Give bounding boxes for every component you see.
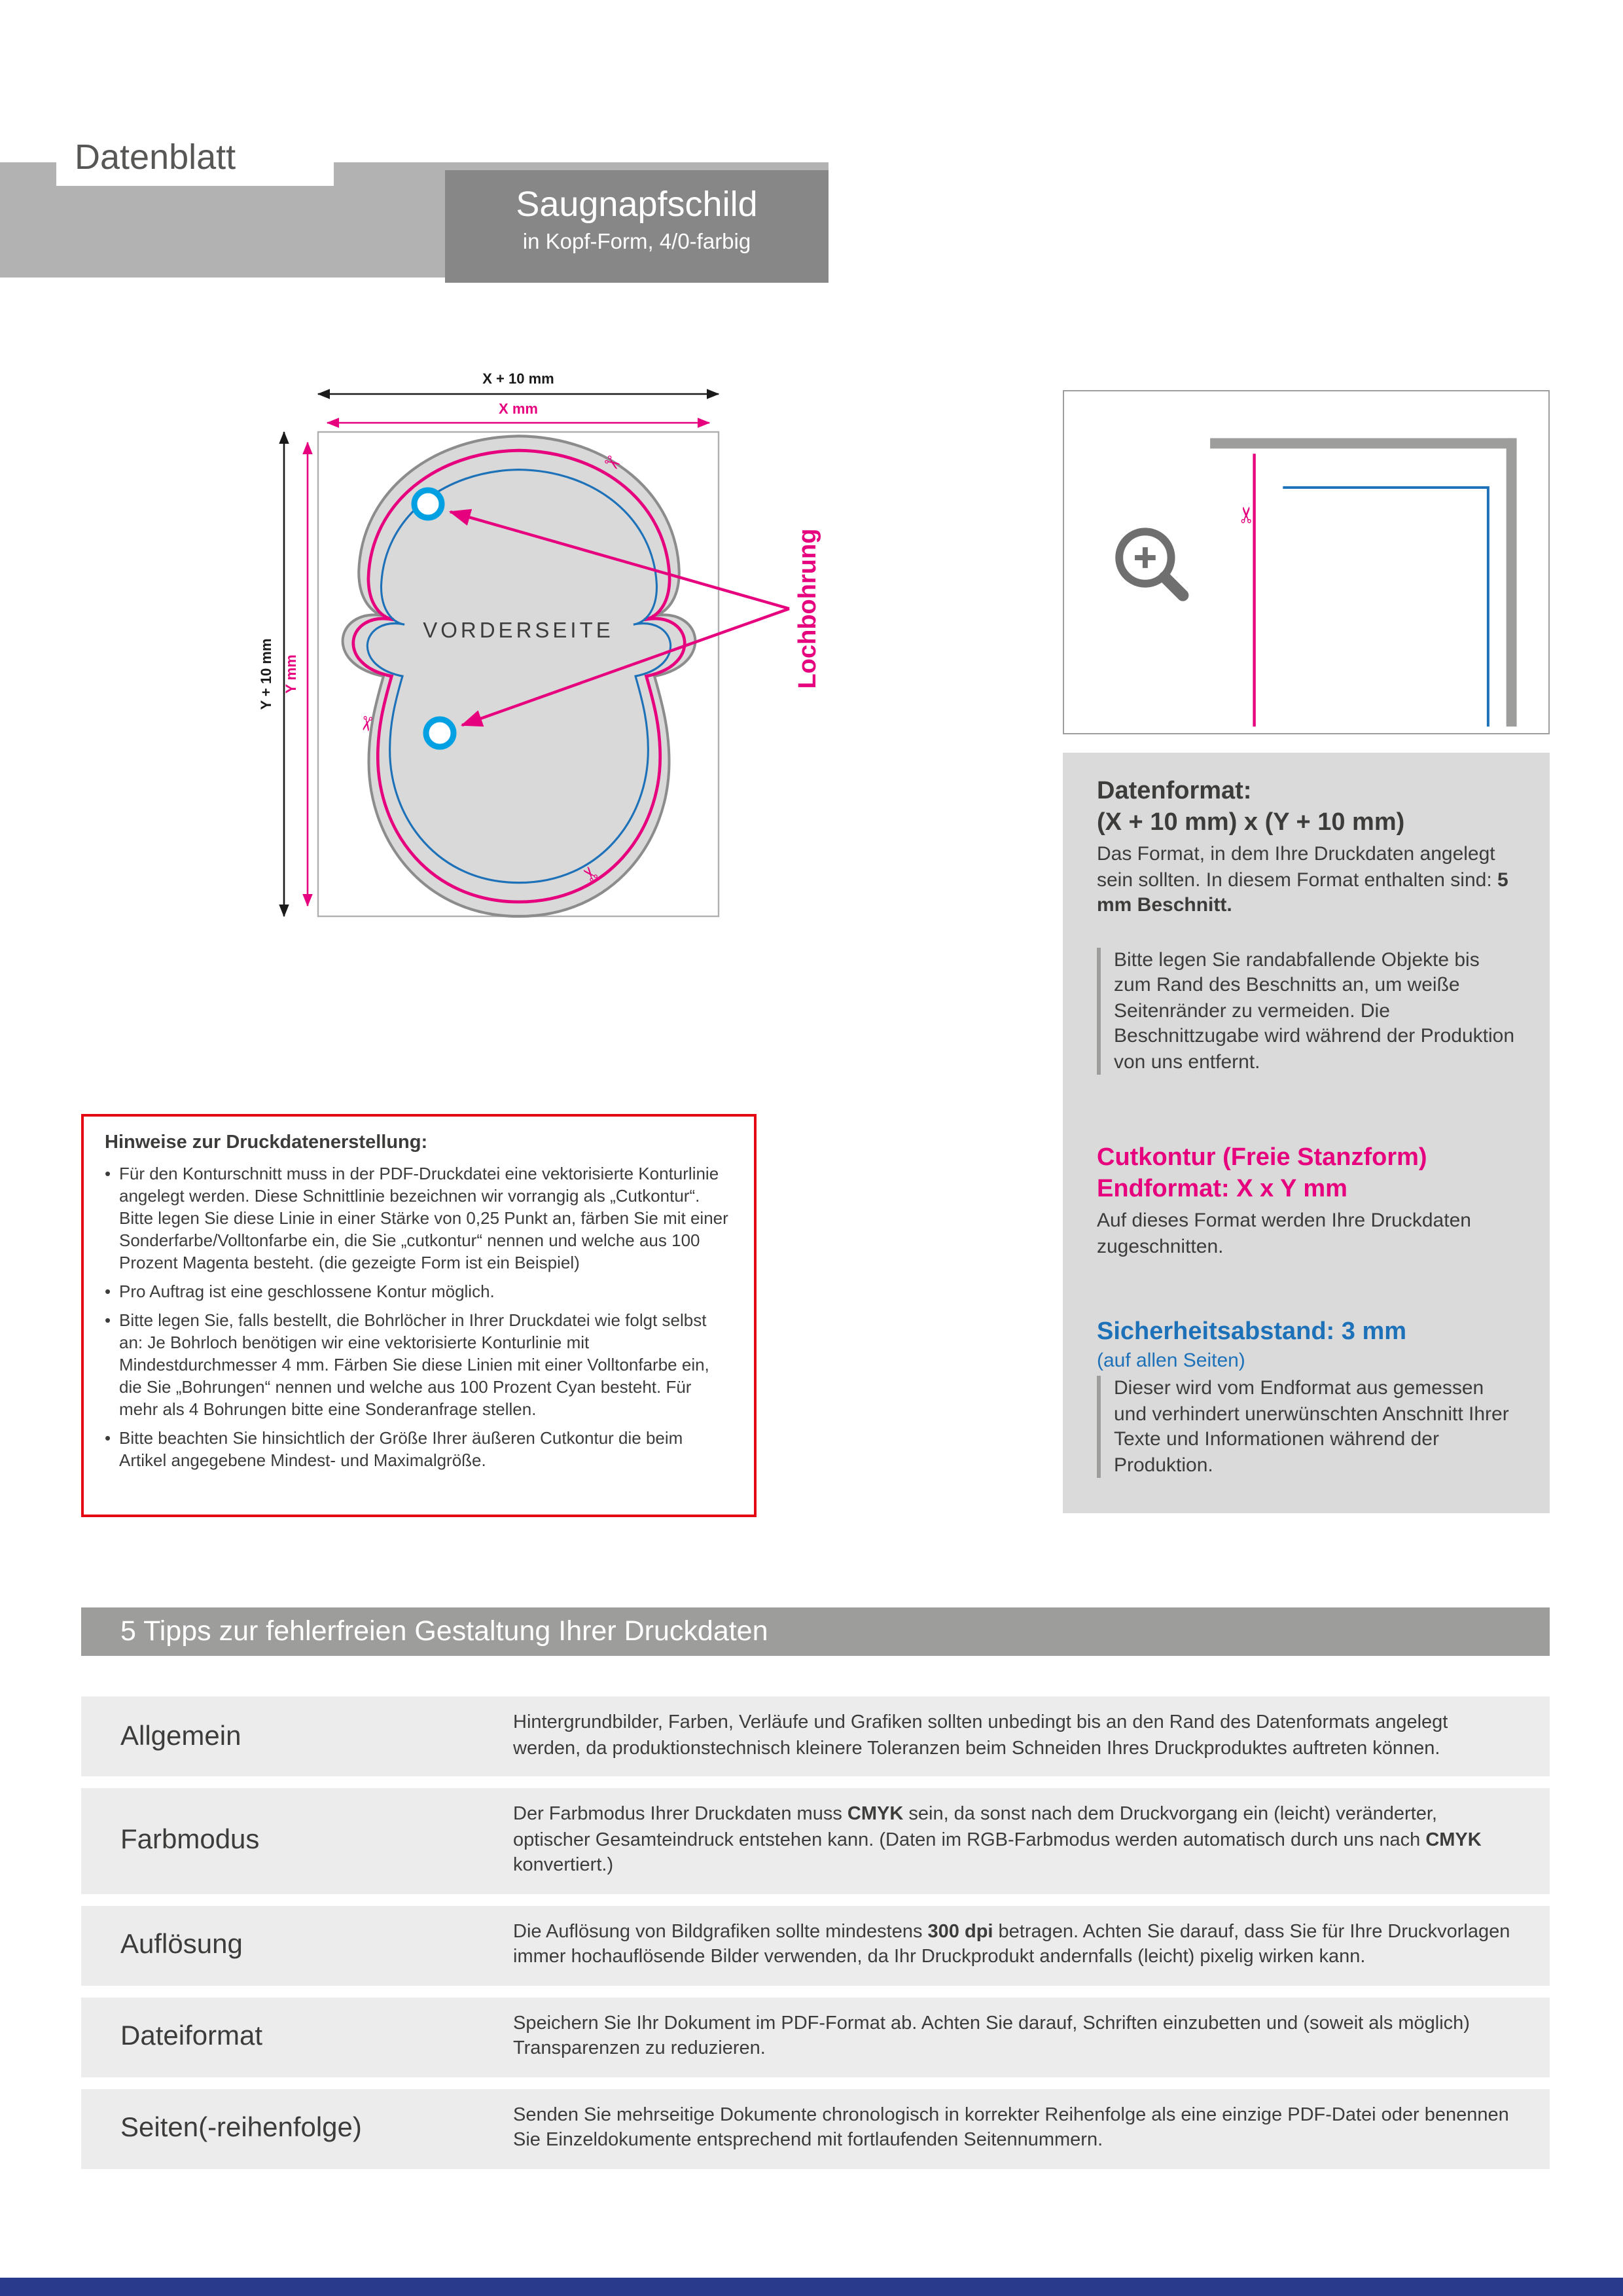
tip-row-allgemein: Allgemein Hintergrundbilder, Farben, Ver… [81, 1696, 1550, 1776]
datenformat-heading: Datenformat: [1097, 778, 1252, 805]
zoom-detail-box: ✂ [1063, 390, 1550, 734]
hinweise-list: Für den Konturschnitt muss in der PDF-Dr… [105, 1162, 733, 1471]
product-banner: Saugnapfschild in Kopf-Form, 4/0-farbig [445, 170, 829, 283]
bleed-note: Bitte legen Sie randabfallende Objekte b… [1097, 947, 1521, 1075]
tips-rows: Allgemein Hintergrundbilder, Farben, Ver… [81, 1696, 1550, 2180]
safety-subheading: (auf allen Seiten) [1097, 1350, 1245, 1372]
corner-bleed-edge-top [1210, 438, 1517, 449]
datenformat-body: Das Format, in dem Ihre Druckdaten angel… [1097, 843, 1508, 916]
list-item: Für den Konturschnitt muss in der PDF-Dr… [105, 1162, 733, 1274]
drill-hole-top [411, 487, 445, 521]
head-shape-group [343, 436, 696, 916]
corner-safety-line [1283, 486, 1489, 727]
dim-inner-height-label: Y mm [283, 655, 299, 694]
product-diagram: X + 10 mm X mm Y + 10 mm Y mm ✂ ✂ ✂ VORD… [258, 370, 821, 956]
tip-row-dateiformat: Dateiformat Speichern Sie Ihr Dokument i… [81, 1997, 1550, 2077]
tip-label: Farbmodus [120, 1825, 260, 1856]
list-item: Pro Auftrag ist eine geschlossene Kontur… [105, 1280, 733, 1302]
list-item: Bitte legen Sie, falls bestellt, die Boh… [105, 1309, 733, 1420]
footer-bar [0, 2278, 1623, 2296]
page-title: Datenblatt [75, 137, 236, 177]
endformat-heading: Endformat: X x Y mm [1097, 1175, 1347, 1203]
tip-text: Speichern Sie Ihr Dokument im PDF-Format… [513, 2013, 1470, 2059]
product-title: Saugnapfschild [516, 185, 758, 224]
tip-label: Allgemein [120, 1721, 241, 1751]
hole-pointer-line-top [448, 509, 790, 611]
datenformat-value: (X + 10 mm) x (Y + 10 mm) [1097, 809, 1405, 836]
bleed-shape [343, 436, 696, 916]
tips-heading-bar: 5 Tipps zur fehlerfreien Gestaltung Ihre… [81, 1607, 1550, 1656]
tip-text: Die Auflösung von Bildgrafiken sollte mi… [513, 1921, 1510, 1967]
corner-bleed-edge-right [1506, 438, 1517, 727]
tip-label: Seiten(-reihenfolge) [120, 2113, 362, 2143]
safety-body: Dieser wird vom Endformat aus gemessen u… [1097, 1376, 1521, 1478]
info-panel: Datenformat: (X + 10 mm) x (Y + 10 mm) D… [1063, 753, 1550, 1513]
hinweise-box: Hinweise zur Druckdatenerstellung: Für d… [81, 1114, 757, 1517]
tip-text: Senden Sie mehrseitige Dokumente chronol… [513, 2104, 1509, 2151]
tip-text: Der Farbmodus Ihrer Druckdaten muss CMYK… [513, 1804, 1482, 1876]
zoom-plus-icon [1115, 528, 1189, 601]
scissors-icon: ✂ [354, 713, 378, 733]
drill-hole-callout-label: Lochbohrung [794, 529, 821, 689]
dim-outer-height-label: Y + 10 mm [258, 638, 274, 709]
tip-row-aufloesung: Auflösung Die Auflösung von Bildgrafiken… [81, 1905, 1550, 1985]
list-item: Bitte beachten Sie hinsichtlich der Größ… [105, 1427, 733, 1471]
product-subtitle: in Kopf-Form, 4/0-farbig [522, 230, 751, 254]
tip-row-seitenreihenfolge: Seiten(-reihenfolge) Senden Sie mehrseit… [81, 2089, 1550, 2168]
hinweise-title: Hinweise zur Druckdatenerstellung: [105, 1132, 428, 1153]
cutkontur-body: Auf dieses Format werden Ihre Druckdaten… [1097, 1210, 1471, 1257]
front-side-label: VORDERSEITE [423, 618, 614, 642]
tip-label: Auflösung [120, 1929, 243, 1960]
tip-row-farbmodus: Farbmodus Der Farbmodus Ihrer Druckdaten… [81, 1788, 1550, 1893]
page-title-box: Datenblatt [56, 128, 334, 186]
dim-outer-width-label: X + 10 mm [482, 370, 554, 387]
drill-hole-bottom [423, 716, 457, 750]
tips-heading: 5 Tipps zur fehlerfreien Gestaltung Ihre… [120, 1615, 768, 1647]
cutkontur-heading: Cutkontur (Freie Stanzform) [1097, 1144, 1427, 1172]
tip-text: Hintergrundbilder, Farben, Verläufe und … [513, 1712, 1448, 1759]
safety-heading: Sicherheitsabstand: 3 mm [1097, 1318, 1407, 1346]
scissors-icon: ✂ [1234, 505, 1260, 524]
dim-inner-width-label: X mm [499, 401, 538, 417]
tip-label: Dateiformat [120, 2021, 263, 2051]
hole-pointer-line-bottom [460, 607, 790, 727]
